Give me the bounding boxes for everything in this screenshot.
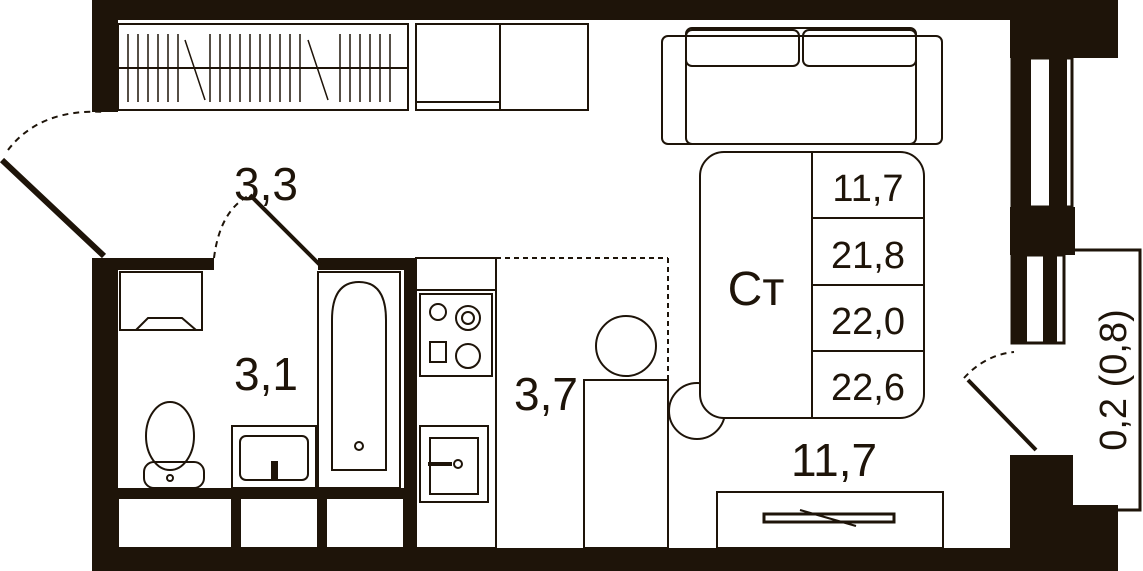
bottom-wall [92,548,1118,571]
badge-code: Ст [728,263,785,316]
kitchen-units [415,257,669,549]
bath-wall-right [404,258,416,548]
right-wall-top [1010,0,1118,58]
washbasin-icon [231,425,317,489]
bath-wall-bottom [92,488,416,498]
badge-value-3: 22,0 [831,301,905,343]
walls [92,0,1118,571]
window-lower [1010,253,1066,345]
washing-machine [119,271,203,331]
badge-value-1: 11,7 [832,168,903,210]
badge-value-2: 21,8 [831,235,905,277]
balcony-area-label: 0,2 (0,8) [1093,309,1135,451]
toilet-icon [143,401,205,489]
bath-wall-top-right [318,258,416,270]
balcony [1064,248,1142,512]
bathtub-icon [317,271,401,489]
bath-wall-top-left [92,258,214,270]
left-wall-upper [92,0,118,112]
right-wall-mid [1010,207,1075,255]
storage-cabinets [415,23,589,111]
sink-icon [419,425,489,503]
stove-icon [419,293,493,377]
dining-table [583,315,669,549]
bottom-shelving [117,497,405,549]
wardrobe [117,23,409,111]
right-wall-bottom [1010,455,1073,571]
bathroom-door [213,193,322,267]
entrance-door [0,110,107,259]
summary-badge: Ст 11,7 21,8 22,0 22,6 [699,151,925,419]
tv-stand [716,491,944,549]
hall-area-label: 3,3 [234,158,298,210]
kitchen-area-label: 3,7 [514,368,578,420]
sofa [661,27,943,145]
living-room-area-label: 11,7 [791,434,877,486]
badge-value-4: 22,6 [831,367,905,409]
top-wall [92,0,1118,20]
balcony-door [963,351,1038,452]
left-wall-lower [92,258,118,571]
bathroom-area-label: 3,1 [234,348,298,400]
window-upper [1010,56,1074,209]
